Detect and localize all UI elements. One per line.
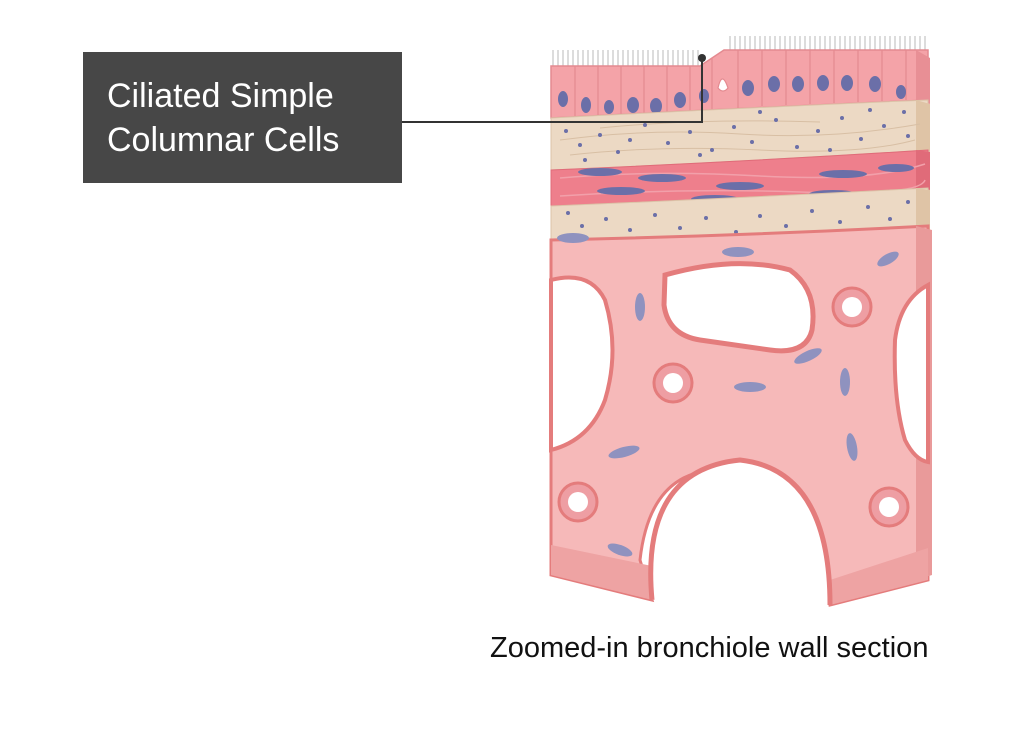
label-line-2: Columnar Cells xyxy=(107,120,340,159)
capillaries xyxy=(557,286,910,528)
alveolar-tissue xyxy=(549,224,932,607)
alveolar-nuclei xyxy=(557,233,899,557)
cell-label-box: Ciliated Simple Columnar Cells xyxy=(83,52,402,183)
cilia xyxy=(552,36,926,66)
label-line-1: Ciliated Simple xyxy=(107,76,334,115)
label-leader-line xyxy=(402,54,706,123)
figure-caption: Zoomed-in bronchiole wall section xyxy=(490,632,929,664)
epithelial-nuclei xyxy=(558,75,906,114)
connective-tissue-lower xyxy=(550,187,930,241)
